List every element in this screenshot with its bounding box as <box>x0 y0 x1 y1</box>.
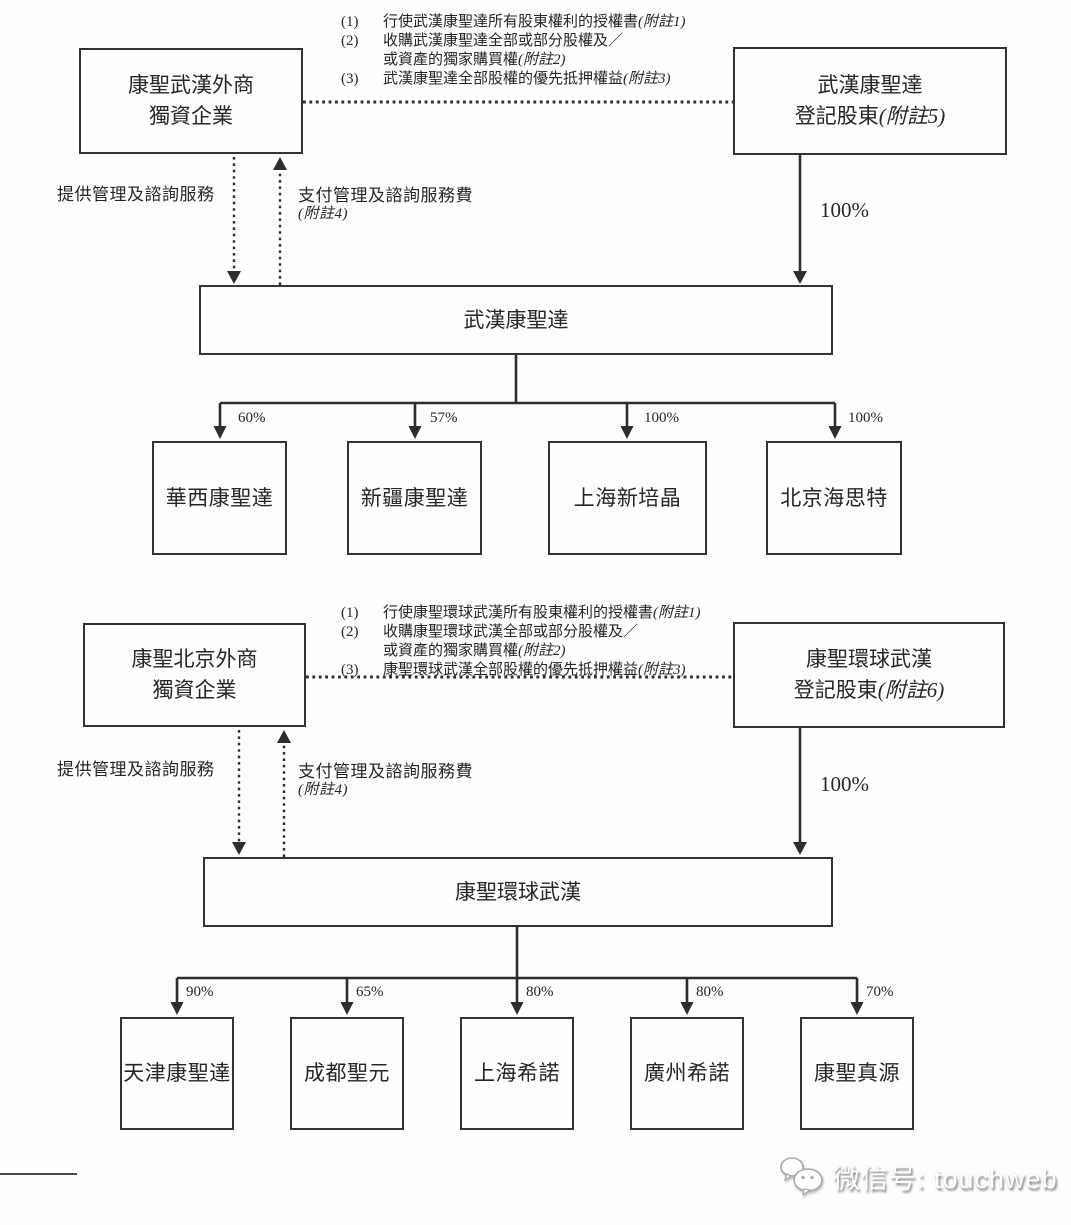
s2-sub4-name: 廣州希諾 <box>644 1061 730 1085</box>
s1-subsidiary-box-4: 北京海思特 <box>766 441 902 555</box>
s1-provide-services-label: 提供管理及諮詢服務 <box>57 185 215 204</box>
s2-note-2: (2) 收購康聖環球武漢全部或部分股權及／ 或資產的獨家購買權(附註2) <box>341 624 639 659</box>
s2-sub3-pct: 80% <box>526 984 554 1000</box>
s1-company-name: 武漢康聖達 <box>463 307 569 332</box>
s1-note-1: (1) 行使武漢康聖達所有股東權利的授權書(附註1) <box>341 14 686 30</box>
watermark-text: 微信号: touchweb <box>833 1163 1058 1194</box>
s2-note-3: (3) 康聖環球武漢全部股權的優先抵押權益(附註3) <box>341 662 686 678</box>
s2-registered-shareholder-box: 康聖環球武漢 登記股東(附註6) <box>733 622 1005 728</box>
s1-registered-shareholder-box: 武漢康聖達 登記股東(附註5) <box>733 47 1007 155</box>
s1-sub3-name: 上海新培晶 <box>573 485 682 510</box>
s1-sub2-name: 新疆康聖達 <box>360 485 469 510</box>
s2-subsidiary-arrowheads <box>170 1002 864 1015</box>
s2-shareholder-line1: 康聖環球武漢 <box>806 647 932 671</box>
footnote-divider <box>0 1173 77 1175</box>
s1-pay-fees-label: 支付管理及諮詢服務費 <box>298 186 473 205</box>
s1-shareholder-note-ref: (附註5) <box>878 104 946 128</box>
s2-sub5-name: 康聖真源 <box>814 1061 900 1085</box>
s2-sub5-pct: 70% <box>866 984 894 1000</box>
s1-sub2-pct: 57% <box>430 410 458 426</box>
s2-subsidiary-box-2: 成都聖元 <box>290 1017 404 1130</box>
watermark: 微信号: touchweb <box>779 1155 1058 1197</box>
s2-sub1-name: 天津康聖達 <box>123 1061 231 1085</box>
s2-wfoe-box: 康聖北京外商 獨資企業 <box>83 623 306 727</box>
s1-sub4-pct: 100% <box>848 410 883 426</box>
s2-shareholding-pct: 100% <box>820 772 869 796</box>
s2-sub2-name: 成都聖元 <box>304 1061 390 1085</box>
s1-pay-fees-note-ref: (附註4) <box>298 206 348 222</box>
s1-shareholding-arrow <box>793 155 807 284</box>
s1-sub1-pct: 60% <box>238 410 266 426</box>
s1-subsidiary-box-3: 上海新培晶 <box>548 441 707 555</box>
s2-shareholding-arrow <box>793 728 807 855</box>
s2-sub1-pct: 90% <box>186 984 214 1000</box>
s1-note-2: (2) 收購武漢康聖達全部或部分股權及／ 或資產的獨家購買權(附註2) <box>341 33 624 68</box>
s2-subsidiary-tree <box>175 927 859 1004</box>
s2-note-1: (1) 行使康聖環球武漢所有股東權利的授權書(附註1) <box>341 605 701 621</box>
s2-company-box: 康聖環球武漢 <box>203 857 833 927</box>
s1-sub1-name: 華西康聖達 <box>165 485 274 510</box>
s1-wfoe-name-line2: 獨資企業 <box>149 104 233 128</box>
s1-wfoe-name-line1: 康聖武漢外商 <box>128 73 254 97</box>
s1-subsidiary-arrowheads <box>213 426 842 439</box>
s1-note-3: (3) 武漢康聖達全部股權的優先抵押權益(附註3) <box>341 71 671 87</box>
s1-subsidiary-box-1: 華西康聖達 <box>152 441 287 555</box>
s2-subsidiary-box-5: 康聖真源 <box>800 1017 914 1130</box>
s1-shareholder-line2: 登記股東(附註5) <box>794 104 946 128</box>
s2-sub2-pct: 65% <box>356 984 384 1000</box>
s2-shareholder-line2: 登記股東(附註6) <box>793 678 945 702</box>
s1-agreement-notes: (1) 行使武漢康聖達所有股東權利的授權書(附註1) (2) 收購武漢康聖達全部… <box>341 13 686 89</box>
s1-dotted-provide-arrow <box>227 157 241 284</box>
s1-wfoe-box: 康聖武漢外商 獨資企業 <box>79 48 303 154</box>
s2-sub4-pct: 80% <box>696 984 724 1000</box>
s1-shareholding-pct: 100% <box>820 198 869 222</box>
s1-subsidiary-tree <box>218 355 837 428</box>
s2-provide-services-label: 提供管理及諮詢服務 <box>57 760 215 779</box>
s2-subsidiary-box-3: 上海希諾 <box>460 1017 574 1130</box>
s2-wfoe-name-line2: 獨資企業 <box>152 678 237 702</box>
s2-agreement-notes: (1) 行使康聖環球武漢所有股東權利的授權書(附註1) (2) 收購康聖環球武漢… <box>341 604 701 680</box>
s2-subsidiary-box-1: 天津康聖達 <box>120 1017 234 1130</box>
s1-sub4-name: 北京海思特 <box>780 485 888 510</box>
wechat-icon <box>780 1157 823 1197</box>
s2-pay-fees-note-ref: (附註4) <box>298 782 348 798</box>
s2-shareholder-note-ref: (附註6) <box>877 678 945 702</box>
s1-dotted-pay-arrow <box>273 157 287 285</box>
s1-company-box: 武漢康聖達 <box>199 285 833 355</box>
s2-dotted-provide-arrow <box>232 730 246 855</box>
s1-sub3-pct: 100% <box>644 410 679 426</box>
s2-pay-fees-label: 支付管理及諮詢服務費 <box>298 762 473 781</box>
s1-subsidiary-box-2: 新疆康聖達 <box>347 441 482 555</box>
s2-subsidiary-box-4: 廣州希諾 <box>630 1017 744 1130</box>
s2-company-name: 康聖環球武漢 <box>455 879 581 904</box>
s1-shareholder-line1: 武漢康聖達 <box>817 73 923 97</box>
s2-dotted-pay-arrow <box>277 730 291 857</box>
s2-sub3-name: 上海希諾 <box>474 1061 560 1085</box>
s2-wfoe-name-line1: 康聖北京外商 <box>131 647 258 671</box>
